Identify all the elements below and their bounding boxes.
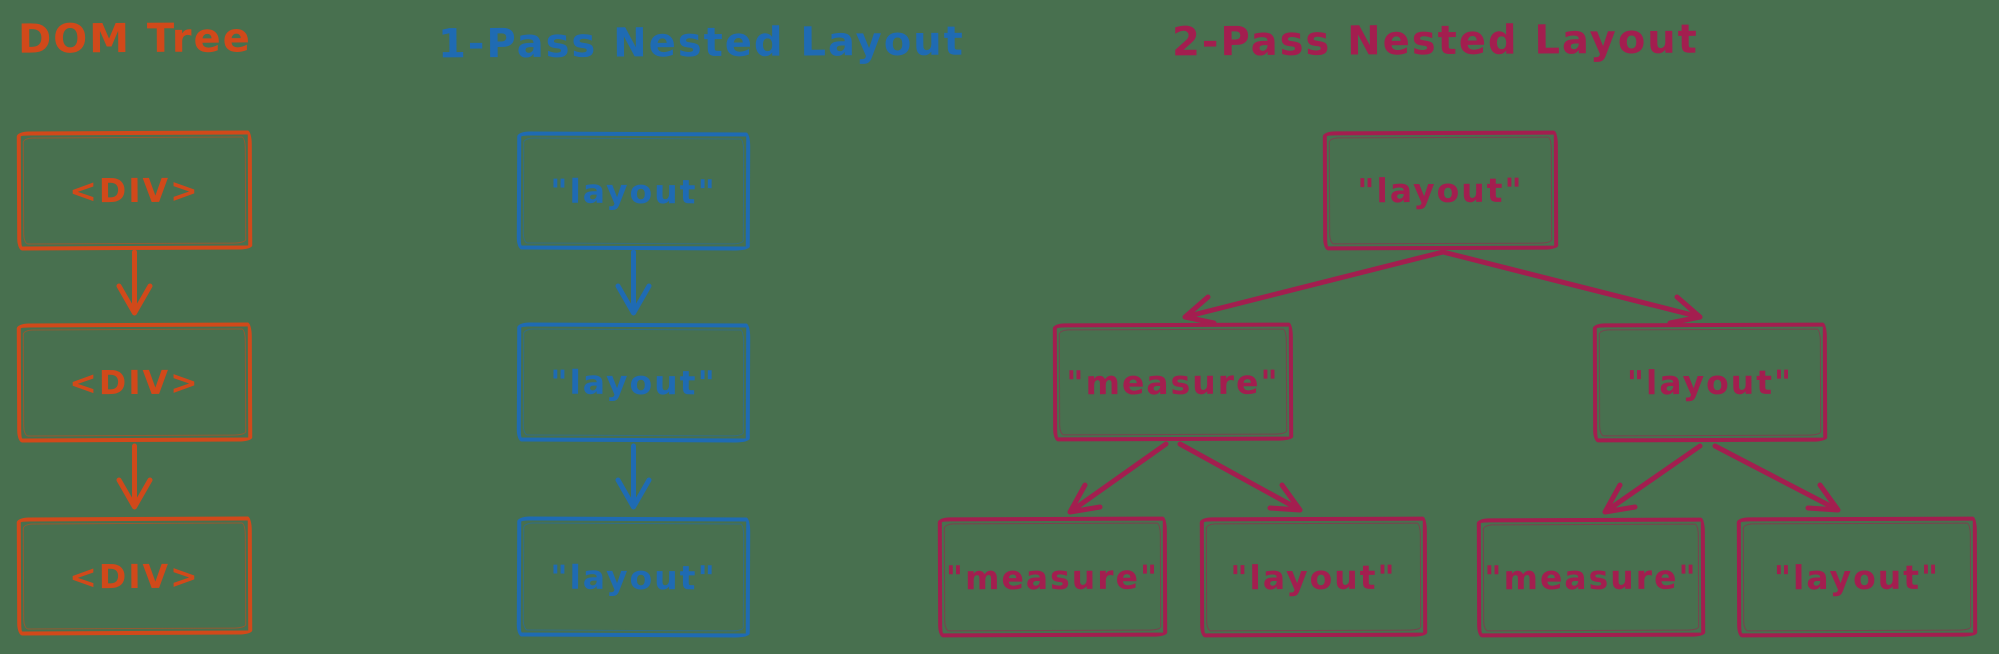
arrow-dom-1-2 bbox=[116, 249, 153, 316]
arrow-twopass-root-layout bbox=[1440, 249, 1703, 326]
twopass-leaf-layout-2: "layout" bbox=[1736, 516, 1978, 638]
twopass-leaf-measure-2: "measure" bbox=[1476, 517, 1706, 638]
node-label: "measure" bbox=[945, 557, 1160, 597]
node-label: <DIV> bbox=[69, 556, 200, 596]
node-label: "layout" bbox=[550, 171, 717, 211]
node-label: "layout" bbox=[550, 362, 717, 403]
arrow-onepass-2-3 bbox=[615, 443, 652, 510]
node-label: "measure" bbox=[1066, 362, 1280, 402]
node-label: "layout" bbox=[550, 557, 717, 597]
twopass-leaf-layout-1: "layout" bbox=[1199, 516, 1428, 638]
onepass-node-3: "layout" bbox=[516, 516, 751, 638]
twopass-leaf-measure-1: "measure" bbox=[937, 516, 1168, 638]
node-label: "layout" bbox=[1357, 170, 1524, 211]
one-pass-layout-title: 1-Pass Nested Layout bbox=[437, 18, 965, 68]
onepass-node-2: "layout" bbox=[516, 322, 751, 443]
node-label: "measure" bbox=[1484, 557, 1698, 598]
node-label: "layout" bbox=[1773, 557, 1941, 597]
dom-tree-node-2: <DIV> bbox=[16, 322, 253, 443]
dom-tree-node-1: <DIV> bbox=[16, 130, 253, 251]
dom-tree-title: DOM Tree bbox=[17, 15, 252, 63]
dom-tree-node-3: <DIV> bbox=[16, 516, 253, 636]
arrow-twopass-root-measure bbox=[1182, 249, 1446, 326]
twopass-mid-layout: "layout" bbox=[1592, 322, 1828, 443]
arrow-twopass-layout-layout bbox=[1712, 443, 1841, 513]
arrow-dom-2-3 bbox=[116, 443, 153, 510]
node-label: <DIV> bbox=[69, 170, 200, 211]
arrow-twopass-measure-layout bbox=[1177, 441, 1303, 513]
node-label: "layout" bbox=[1230, 557, 1397, 597]
node-label: "layout" bbox=[1626, 362, 1794, 403]
twopass-mid-measure: "measure" bbox=[1052, 322, 1294, 442]
arrow-onepass-1-2 bbox=[615, 249, 652, 316]
node-label: <DIV> bbox=[69, 362, 200, 403]
arrow-twopass-layout-measure bbox=[1602, 443, 1703, 515]
onepass-node-1: "layout" bbox=[516, 131, 751, 251]
two-pass-layout-title: 2-Pass Nested Layout bbox=[1171, 16, 1699, 66]
twopass-root-layout: "layout" bbox=[1322, 130, 1559, 251]
arrow-twopass-measure-measure bbox=[1067, 441, 1169, 515]
